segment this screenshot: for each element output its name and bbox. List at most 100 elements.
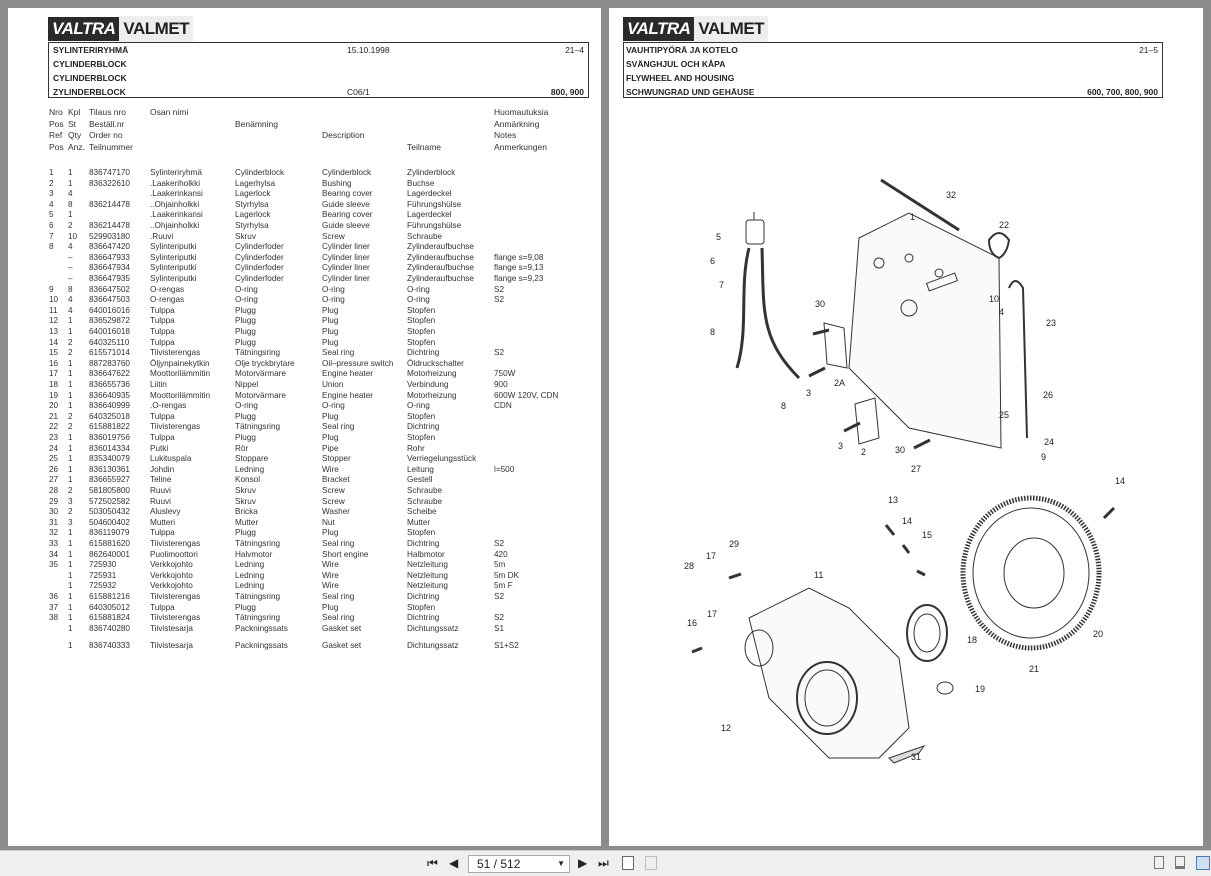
rotate-counterclockwise-icon[interactable] [645,856,657,870]
cell-ref: 24 [49,443,59,453]
cell-name-fi: Sylinteriputki [150,252,197,262]
cell-name-sv: Plugg [235,433,256,442]
cell-notes: 750W [494,369,516,379]
cell-name-sv: Cylinderfoder [235,242,284,252]
callout-label: 14 [902,516,912,526]
column-header-en: Notes [494,130,517,140]
callout-label: 17 [706,551,716,561]
next-page-button[interactable]: ▶ [578,856,588,870]
cell-name-sv: Rör [235,443,249,453]
title-fi: SYLINTERIRYHMÄ [53,45,129,55]
rotate-clockwise-icon[interactable] [622,856,634,870]
cell-qty: 4 [68,295,73,305]
cell-name-en: Short engine [322,549,369,559]
callout-label: 8 [781,401,786,411]
cell-name-fi: Mutteri [150,517,176,527]
column-header-en: Qty [68,130,82,140]
callout-label: 13 [888,495,898,505]
cell-name-fi: Liitin [150,380,167,389]
cell-name-de: Netzleitung [407,560,448,570]
cell-ref: 3 [49,189,54,199]
cell-qty: 4 [68,305,73,315]
column-header-fi: Nro [49,107,63,117]
cell-ref: 4 [49,199,54,209]
cell-name-fi: .Ruuvi [150,231,174,241]
cell-order-no: 640325018 [89,411,130,421]
cell-name-fi: Johdin [150,464,175,474]
cell-name-de: Führungshülse [407,199,462,209]
cell-name-de: Schraube [407,486,443,495]
cell-ref: 21 [49,411,59,421]
title-fi: VAUHTIPYÖRÄ JA KOTELO [626,45,738,55]
cell-qty: 2 [68,422,73,432]
callout-label: 23 [1046,318,1056,328]
page-number-input[interactable]: 51 / 512▼ [468,855,570,873]
cell-qty: 1 [68,401,73,411]
callout-label: 19 [975,684,985,694]
cell-name-sv: Stoppare [235,454,269,464]
cell-name-sv: Packningssats [235,641,288,651]
cell-name-de: Lagerdeckel [407,210,452,220]
cell-qty: 1 [68,560,73,570]
cell-name-fi: Verkkojohto [150,560,193,570]
single-page-view-icon[interactable] [1154,856,1164,869]
cell-name-sv: Plugg [235,528,256,538]
continuous-view-icon[interactable] [1175,856,1185,869]
cell-qty: 1 [68,443,73,453]
cell-name-fi: ..Ohjainholkki [150,199,200,209]
cell-notes: 900 [494,380,508,389]
cell-order-no: 640305012 [89,602,130,612]
cell-ref: 11 [49,305,58,315]
cell-order-no: 725930 [89,560,117,570]
cell-qty: 1 [68,464,73,474]
first-page-button[interactable]: ⏮ [427,856,438,870]
cell-name-en: Engine heater [322,369,373,379]
cell-name-fi: Puolimoottori [150,549,198,559]
cell-name-sv: Lagerhylsa [235,178,276,188]
previous-page-button[interactable]: ◀ [449,856,459,870]
callout-label: 21 [1029,664,1039,674]
cell-name-de: Zylinderaufbuchse [407,242,474,252]
callout-label: 24 [1044,437,1054,447]
cell-order-no: 835340079 [89,454,130,464]
cell-name-fi: Tiivisterengas [150,422,201,432]
two-page-view-icon[interactable] [1196,856,1210,870]
cell-ref: 37 [49,602,59,612]
cell-order-no: 615881620 [89,539,130,548]
cell-name-sv: Bricka [235,507,258,517]
cell-name-en: Seal ring [322,539,355,548]
callout-label: 7 [719,280,724,290]
cell-ref: 18 [49,380,59,389]
cell-qty: 1 [68,528,73,538]
last-page-button[interactable]: ⏭ [598,856,609,870]
cell-name-sv: Plugg [235,316,256,326]
cell-qty: 1 [68,178,73,188]
cell-name-fi: Teline [150,475,172,485]
callout-label: 14 [1115,476,1125,486]
cell-name-sv: Skruv [235,486,256,495]
cell-name-de: Dichtring [407,539,440,548]
cell-name-de: Stopfen [407,327,436,336]
cell-notes: S2 [494,295,505,305]
column-header-de: Teilname [407,141,442,152]
chevron-down-icon[interactable]: ▼ [557,859,565,868]
cell-name-sv: Styrhylsa [235,221,269,230]
cell-order-no: 836647503 [89,295,130,305]
cell-name-fi: Tulppa [150,411,175,421]
